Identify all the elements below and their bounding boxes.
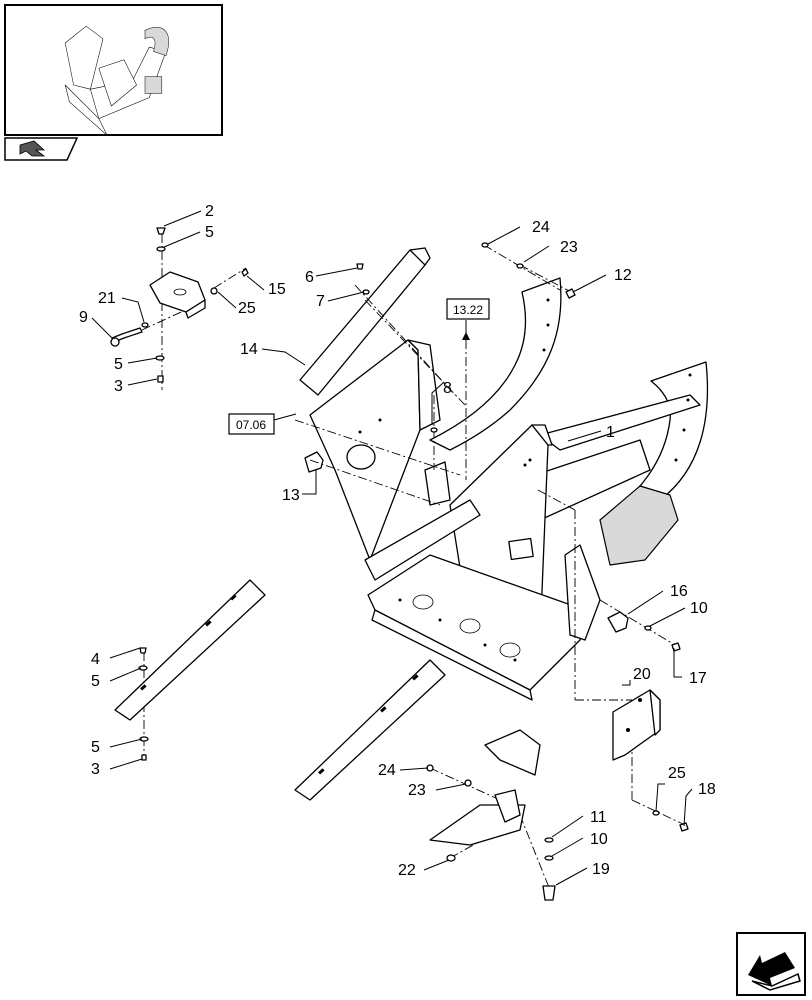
callout-labels: 2 5 15 25 21 9 5 3 6 7 14 8 13 24 23 12 …: [79, 203, 716, 879]
svg-text:07.06: 07.06: [236, 418, 266, 432]
callout-5[interactable]: 5: [205, 224, 214, 241]
flat-bar-lower: [294, 659, 446, 801]
callout-15[interactable]: 15: [268, 281, 286, 298]
callout-20[interactable]: 20: [633, 666, 651, 683]
callout-22[interactable]: 22: [398, 862, 416, 879]
hardware-parts: [356, 242, 689, 832]
callout-10[interactable]: 10: [690, 600, 708, 617]
callout-13[interactable]: 13: [282, 487, 300, 504]
callout-18[interactable]: 18: [698, 781, 716, 798]
callout-25[interactable]: 25: [238, 300, 256, 317]
callout-2[interactable]: 2: [205, 203, 214, 220]
callout-5[interactable]: 5: [114, 356, 123, 373]
callout-19[interactable]: 19: [592, 861, 610, 878]
callout-7[interactable]: 7: [316, 293, 325, 310]
flat-bar-upper: [114, 579, 266, 761]
callout-3[interactable]: 3: [91, 761, 100, 778]
assembly-thumbnail-icon: [4, 4, 223, 136]
callout-6[interactable]: 6: [305, 269, 314, 286]
callout-10[interactable]: 10: [590, 831, 608, 848]
lower-bracket-assembly: [426, 729, 556, 901]
callout-5[interactable]: 5: [91, 739, 100, 756]
side-shield-part: [299, 247, 431, 396]
callout-16[interactable]: 16: [670, 583, 688, 600]
navigation-arrow-icon[interactable]: [4, 137, 79, 161]
callout-14[interactable]: 14: [240, 341, 258, 358]
callout-11[interactable]: 11: [590, 809, 607, 826]
callout-3[interactable]: 3: [114, 378, 123, 395]
bushing-part: [304, 451, 324, 473]
callout-23[interactable]: 23: [408, 782, 426, 799]
callout-24[interactable]: 24: [532, 219, 550, 236]
pivot-bushing-part: [607, 611, 629, 633]
callout-8[interactable]: 8: [443, 380, 452, 397]
side-plate-part: [612, 689, 661, 761]
top-bracket-assembly: [110, 227, 249, 390]
callout-12[interactable]: 12: [614, 267, 632, 284]
callout-25[interactable]: 25: [668, 765, 686, 782]
main-frame-assembly: [309, 277, 709, 701]
reference-box-13-22[interactable]: 13.22: [446, 298, 490, 340]
callout-4[interactable]: 4: [91, 651, 100, 668]
callout-21[interactable]: 21: [98, 290, 116, 307]
callout-17[interactable]: 17: [689, 670, 707, 687]
reference-box-07-06[interactable]: 07.06: [228, 413, 297, 435]
svg-text:13.22: 13.22: [453, 303, 483, 317]
next-page-arrow-icon[interactable]: [736, 932, 806, 996]
callout-24[interactable]: 24: [378, 762, 396, 779]
callout-23[interactable]: 23: [560, 239, 578, 256]
leader-lines: [91, 210, 693, 886]
callout-9[interactable]: 9: [79, 309, 88, 326]
callout-5[interactable]: 5: [91, 673, 100, 690]
callout-1[interactable]: 1: [606, 424, 615, 441]
assembly-lines: [143, 244, 686, 891]
